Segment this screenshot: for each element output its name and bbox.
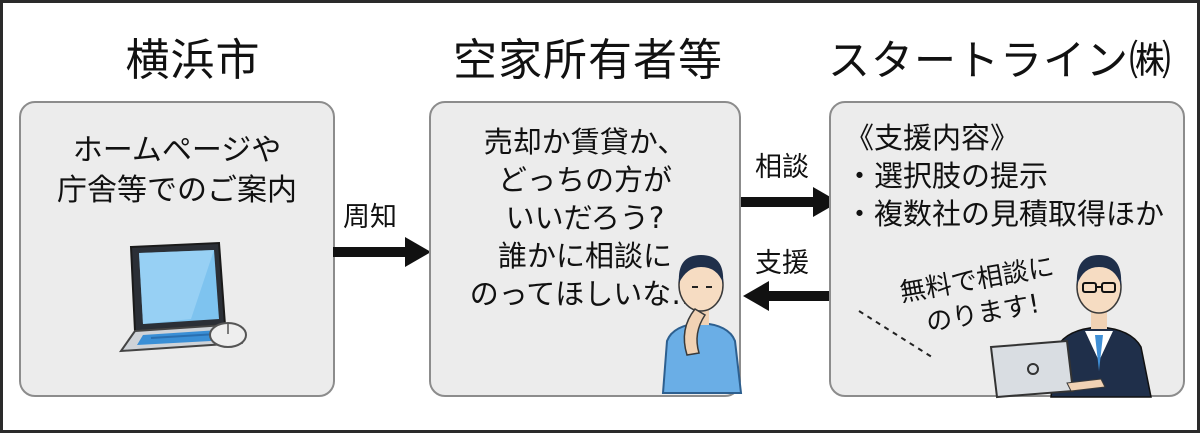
company-title: スタートライン㈱ [827,36,1172,85]
owner-title: 空家所有者等 [453,35,723,86]
city-title: 横浜市 [125,35,261,86]
company-text: 《支援内容》・選択肢の提示・複数社の見積取得ほか [845,119,1185,233]
owner-text: 売却か賃貸か、どっちの方がいいだろう? 誰かに相談にのってほしいな… [445,123,725,313]
laptop-icon [118,241,244,353]
owner-box: 売却か賃貸か、どっちの方がいいだろう? 誰かに相談にのってほしいな… [429,101,743,397]
mouse-icon [209,322,247,348]
city-text: ホームページや庁舎等でのご案内 [21,131,333,211]
owner-line-2: どっちの方が [497,163,672,197]
city-box: ホームページや庁舎等でのご案内 [19,101,335,397]
owner-line-3: いいだろう? [505,201,665,235]
support-item-2: ・複数社の見積取得ほか [845,197,1165,231]
notify-arrow-label: 周知 [343,202,397,233]
callout-dashes-icon [858,310,936,360]
owner-line-1: 売却か賃貸か、 [483,125,687,159]
thinking-person-icon [661,255,743,394]
consult-arrow-icon [741,187,839,217]
owner-line-5: のってほしいな… [469,277,701,311]
consult-arrow-label: 相談 [755,152,809,183]
advisor-with-laptop-icon [989,255,1152,399]
support-heading: 《支援内容》 [845,121,1020,155]
owner-line-4: 誰かに相談に [497,239,672,273]
support-item-1: ・選択肢の提示 [845,159,1049,193]
city-line-1: ホームページや [72,133,282,168]
company-box: 《支援内容》・選択肢の提示・複数社の見積取得ほか 無料で相談にのります! [829,101,1185,399]
support-arrow-icon [743,281,841,311]
notify-arrow-icon [333,237,431,267]
city-line-2: 庁舎等でのご案内 [57,173,297,208]
support-arrow-label: 支援 [755,248,809,279]
